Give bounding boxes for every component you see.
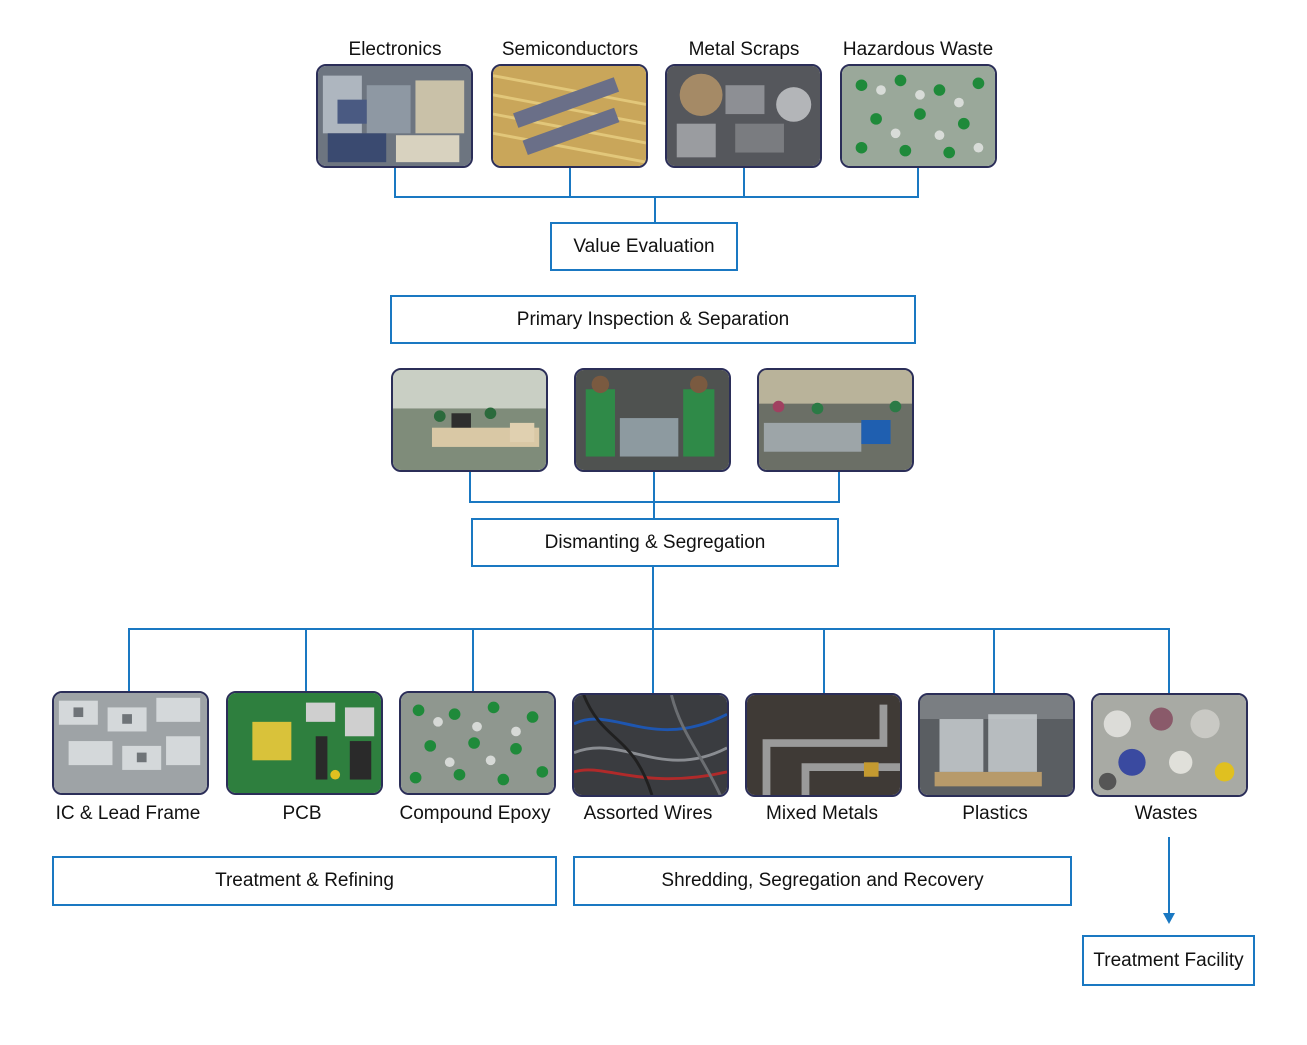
source-label-electronics: Electronics [348,39,442,60]
lead-frame-photo [52,691,209,795]
output-label-compound-epoxy: Compound Epoxy [399,803,551,824]
primary-inspection-box: Primary Inspection & Separation [390,295,916,344]
metal-scraps-photo [665,64,822,168]
pcb-photo [226,691,383,795]
mixed-metals-photo [745,693,902,797]
output-label-lead-frame: IC & Lead Frame [55,803,201,824]
value-evaluation-box: Value Evaluation [550,222,738,271]
output-label-assorted-wires: Assorted Wires [583,803,713,824]
compound-epoxy-photo [399,691,556,795]
electronics-photo [316,64,473,168]
output-label-wastes: Wastes [1134,803,1198,824]
shredding-box: Shredding, Segregation and Recovery [573,856,1072,906]
inspection-workers-photo [574,368,731,472]
plastics-photo [918,693,1075,797]
dismantling-box: Dismanting & Segregation [471,518,839,567]
source-label-semiconductors: Semiconductors [501,39,639,60]
output-label-plastics: Plastics [962,803,1028,824]
hazardous-waste-photo [840,64,997,168]
semiconductors-photo [491,64,648,168]
inspection-office-photo [391,368,548,472]
treatment-facility-box: Treatment Facility [1082,935,1255,986]
output-label-mixed-metals: Mixed Metals [766,803,878,824]
inspection-table-photo [757,368,914,472]
treatment-refining-box: Treatment & Refining [52,856,557,906]
source-label-metal-scraps: Metal Scraps [688,39,800,60]
wastes-photo [1091,693,1248,797]
source-label-hazardous-waste: Hazardous Waste [842,39,994,60]
assorted-wires-photo [572,693,729,797]
output-label-pcb: PCB [282,803,322,824]
